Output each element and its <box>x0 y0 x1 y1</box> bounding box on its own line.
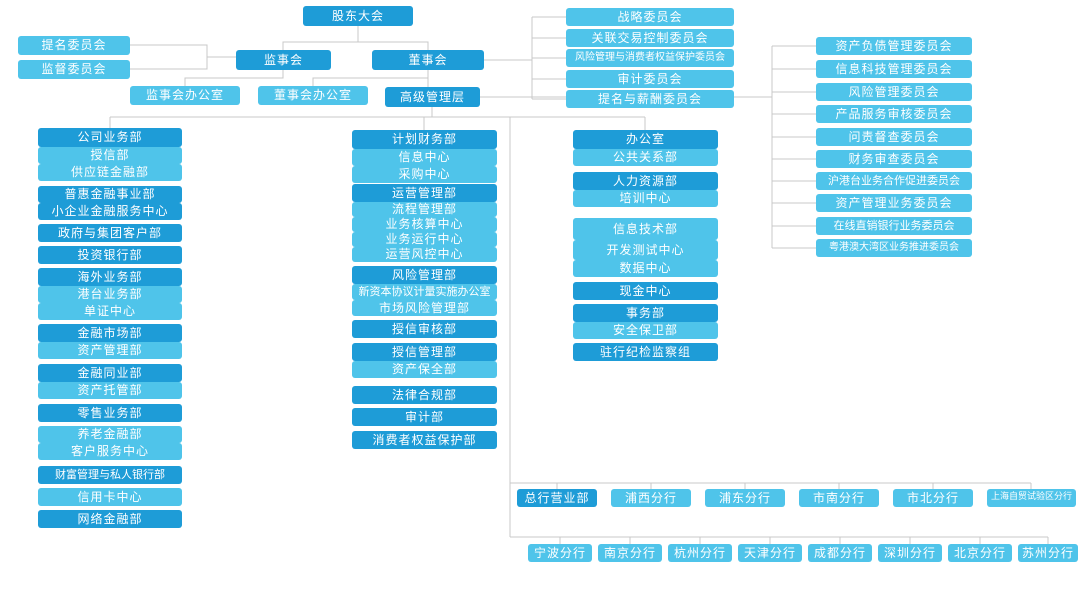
general-office: 办公室 <box>573 130 718 149</box>
credit-card-center: 信用卡中心 <box>38 488 182 506</box>
strategy-committee: 战略委员会 <box>566 8 734 26</box>
information-technology-dept: 信息技术部 <box>573 218 718 240</box>
connector-line <box>130 44 208 70</box>
directors-office: 董事会办公室 <box>258 86 368 105</box>
pension-finance-dept: 养老金融部 <box>38 426 182 443</box>
new-capital-accord-office: 新资本协议计量实施办公室 <box>352 284 497 300</box>
financial-review-committee: 财务审查委员会 <box>816 150 972 168</box>
asset-preservation-dept: 资产保全部 <box>352 361 497 378</box>
connector-line <box>184 70 284 86</box>
wealth-management-private-banking-dept: 财富管理与私人银行部 <box>38 466 182 484</box>
financial-interbank-dept: 金融同业部 <box>38 364 182 382</box>
consumer-rights-protection-dept: 消费者权益保护部 <box>352 431 497 449</box>
nanjing-branch: 南京分行 <box>598 544 662 562</box>
asset-management-dept: 资产管理部 <box>38 342 182 359</box>
shareholders-meeting: 股东大会 <box>303 6 413 26</box>
hk-taiwan-business-dept: 港台业务部 <box>38 286 182 303</box>
head-office-banking-dept: 总行营业部 <box>517 489 597 507</box>
north-city-branch: 市北分行 <box>893 489 973 507</box>
credit-extension-dept: 授信部 <box>38 147 182 164</box>
credit-review-dept: 授信审核部 <box>352 320 497 338</box>
nomination-remuneration-committee: 提名与薪酬委员会 <box>566 90 734 108</box>
business-accounting-center: 业务核算中心 <box>352 217 497 232</box>
chengdu-branch: 成都分行 <box>808 544 872 562</box>
asset-custody-dept: 资产托管部 <box>38 382 182 399</box>
small-enterprise-financial-service-center: 小企业金融服务中心 <box>38 203 182 220</box>
procurement-center: 采购中心 <box>352 166 497 183</box>
information-center: 信息中心 <box>352 149 497 166</box>
greater-bay-area-committee: 粤港澳大湾区业务推进委员会 <box>816 239 972 257</box>
product-service-review-committee: 产品服务审核委员会 <box>816 105 972 123</box>
risk-management-dept: 风险管理部 <box>352 266 497 284</box>
hu-gang-tai-cooperation-committee: 沪港台业务合作促进委员会 <box>816 172 972 190</box>
development-testing-center: 开发测试中心 <box>573 240 718 260</box>
retail-business-dept: 零售业务部 <box>38 404 182 422</box>
tianjin-branch: 天津分行 <box>738 544 802 562</box>
pudong-branch: 浦东分行 <box>705 489 785 507</box>
nomination-committee: 提名委员会 <box>18 36 130 55</box>
data-center: 数据中心 <box>573 260 718 277</box>
hangzhou-branch: 杭州分行 <box>668 544 732 562</box>
discipline-inspection-group: 驻行纪检监察组 <box>573 343 718 361</box>
corporate-business-dept: 公司业务部 <box>38 128 182 147</box>
investment-banking-dept: 投资银行部 <box>38 246 182 264</box>
shenzhen-branch: 深圳分行 <box>878 544 942 562</box>
financial-markets-dept: 金融市场部 <box>38 324 182 342</box>
credit-management-dept: 授信管理部 <box>352 343 497 361</box>
suzhou-branch: 苏州分行 <box>1018 544 1078 562</box>
security-dept: 安全保卫部 <box>573 322 718 339</box>
supply-chain-finance-dept: 供应链金融部 <box>38 164 182 181</box>
business-operation-center: 业务运行中心 <box>352 232 497 247</box>
market-risk-management-dept: 市场风险管理部 <box>352 300 497 316</box>
training-center: 培训中心 <box>573 190 718 207</box>
shanghai-ftz-branch: 上海自贸试验区分行 <box>987 489 1076 507</box>
operation-risk-control-center: 运营风控中心 <box>352 247 497 262</box>
puxi-branch: 浦西分行 <box>611 489 691 507</box>
board-of-supervisors: 监事会 <box>236 50 331 70</box>
ningbo-branch: 宁波分行 <box>528 544 592 562</box>
inclusive-finance-division: 普惠金融事业部 <box>38 186 182 203</box>
asset-liability-management-committee: 资产负债管理委员会 <box>816 37 972 55</box>
connector-line <box>312 77 428 86</box>
senior-management: 高级管理层 <box>385 87 480 107</box>
connector-line <box>282 41 429 50</box>
legal-compliance-dept: 法律合规部 <box>352 386 497 404</box>
process-management-dept: 流程管理部 <box>352 202 497 217</box>
south-city-branch: 市南分行 <box>799 489 879 507</box>
human-resources-dept: 人力资源部 <box>573 172 718 190</box>
documentation-center: 单证中心 <box>38 303 182 320</box>
asset-management-business-committee: 资产管理业务委员会 <box>816 194 972 212</box>
board-of-directors: 董事会 <box>372 50 484 70</box>
public-relations-dept: 公共关系部 <box>573 149 718 166</box>
overseas-business-dept: 海外业务部 <box>38 268 182 286</box>
audit-committee: 审计委员会 <box>566 70 734 88</box>
government-group-clients-dept: 政府与集团客户部 <box>38 224 182 242</box>
risk-management-committee: 风险管理委员会 <box>816 83 972 101</box>
related-party-transaction-control-committee: 关联交易控制委员会 <box>566 29 734 47</box>
customer-service-center: 客户服务中心 <box>38 443 182 460</box>
internet-finance-dept: 网络金融部 <box>38 510 182 528</box>
cash-center: 现金中心 <box>573 282 718 300</box>
supervisors-office: 监事会办公室 <box>130 86 240 105</box>
accountability-supervision-committee: 问责督查委员会 <box>816 128 972 146</box>
planning-finance-dept: 计划财务部 <box>352 130 497 149</box>
it-management-committee: 信息科技管理委员会 <box>816 60 972 78</box>
beijing-branch: 北京分行 <box>948 544 1012 562</box>
operations-management-dept: 运营管理部 <box>352 184 497 202</box>
supervision-committee: 监督委员会 <box>18 60 130 79</box>
audit-dept: 审计部 <box>352 408 497 426</box>
risk-mgmt-consumer-protection-committee: 风险管理与消费者权益保护委员会 <box>566 49 734 67</box>
affairs-dept: 事务部 <box>573 304 718 322</box>
online-direct-banking-committee: 在线直销银行业务委员会 <box>816 217 972 235</box>
